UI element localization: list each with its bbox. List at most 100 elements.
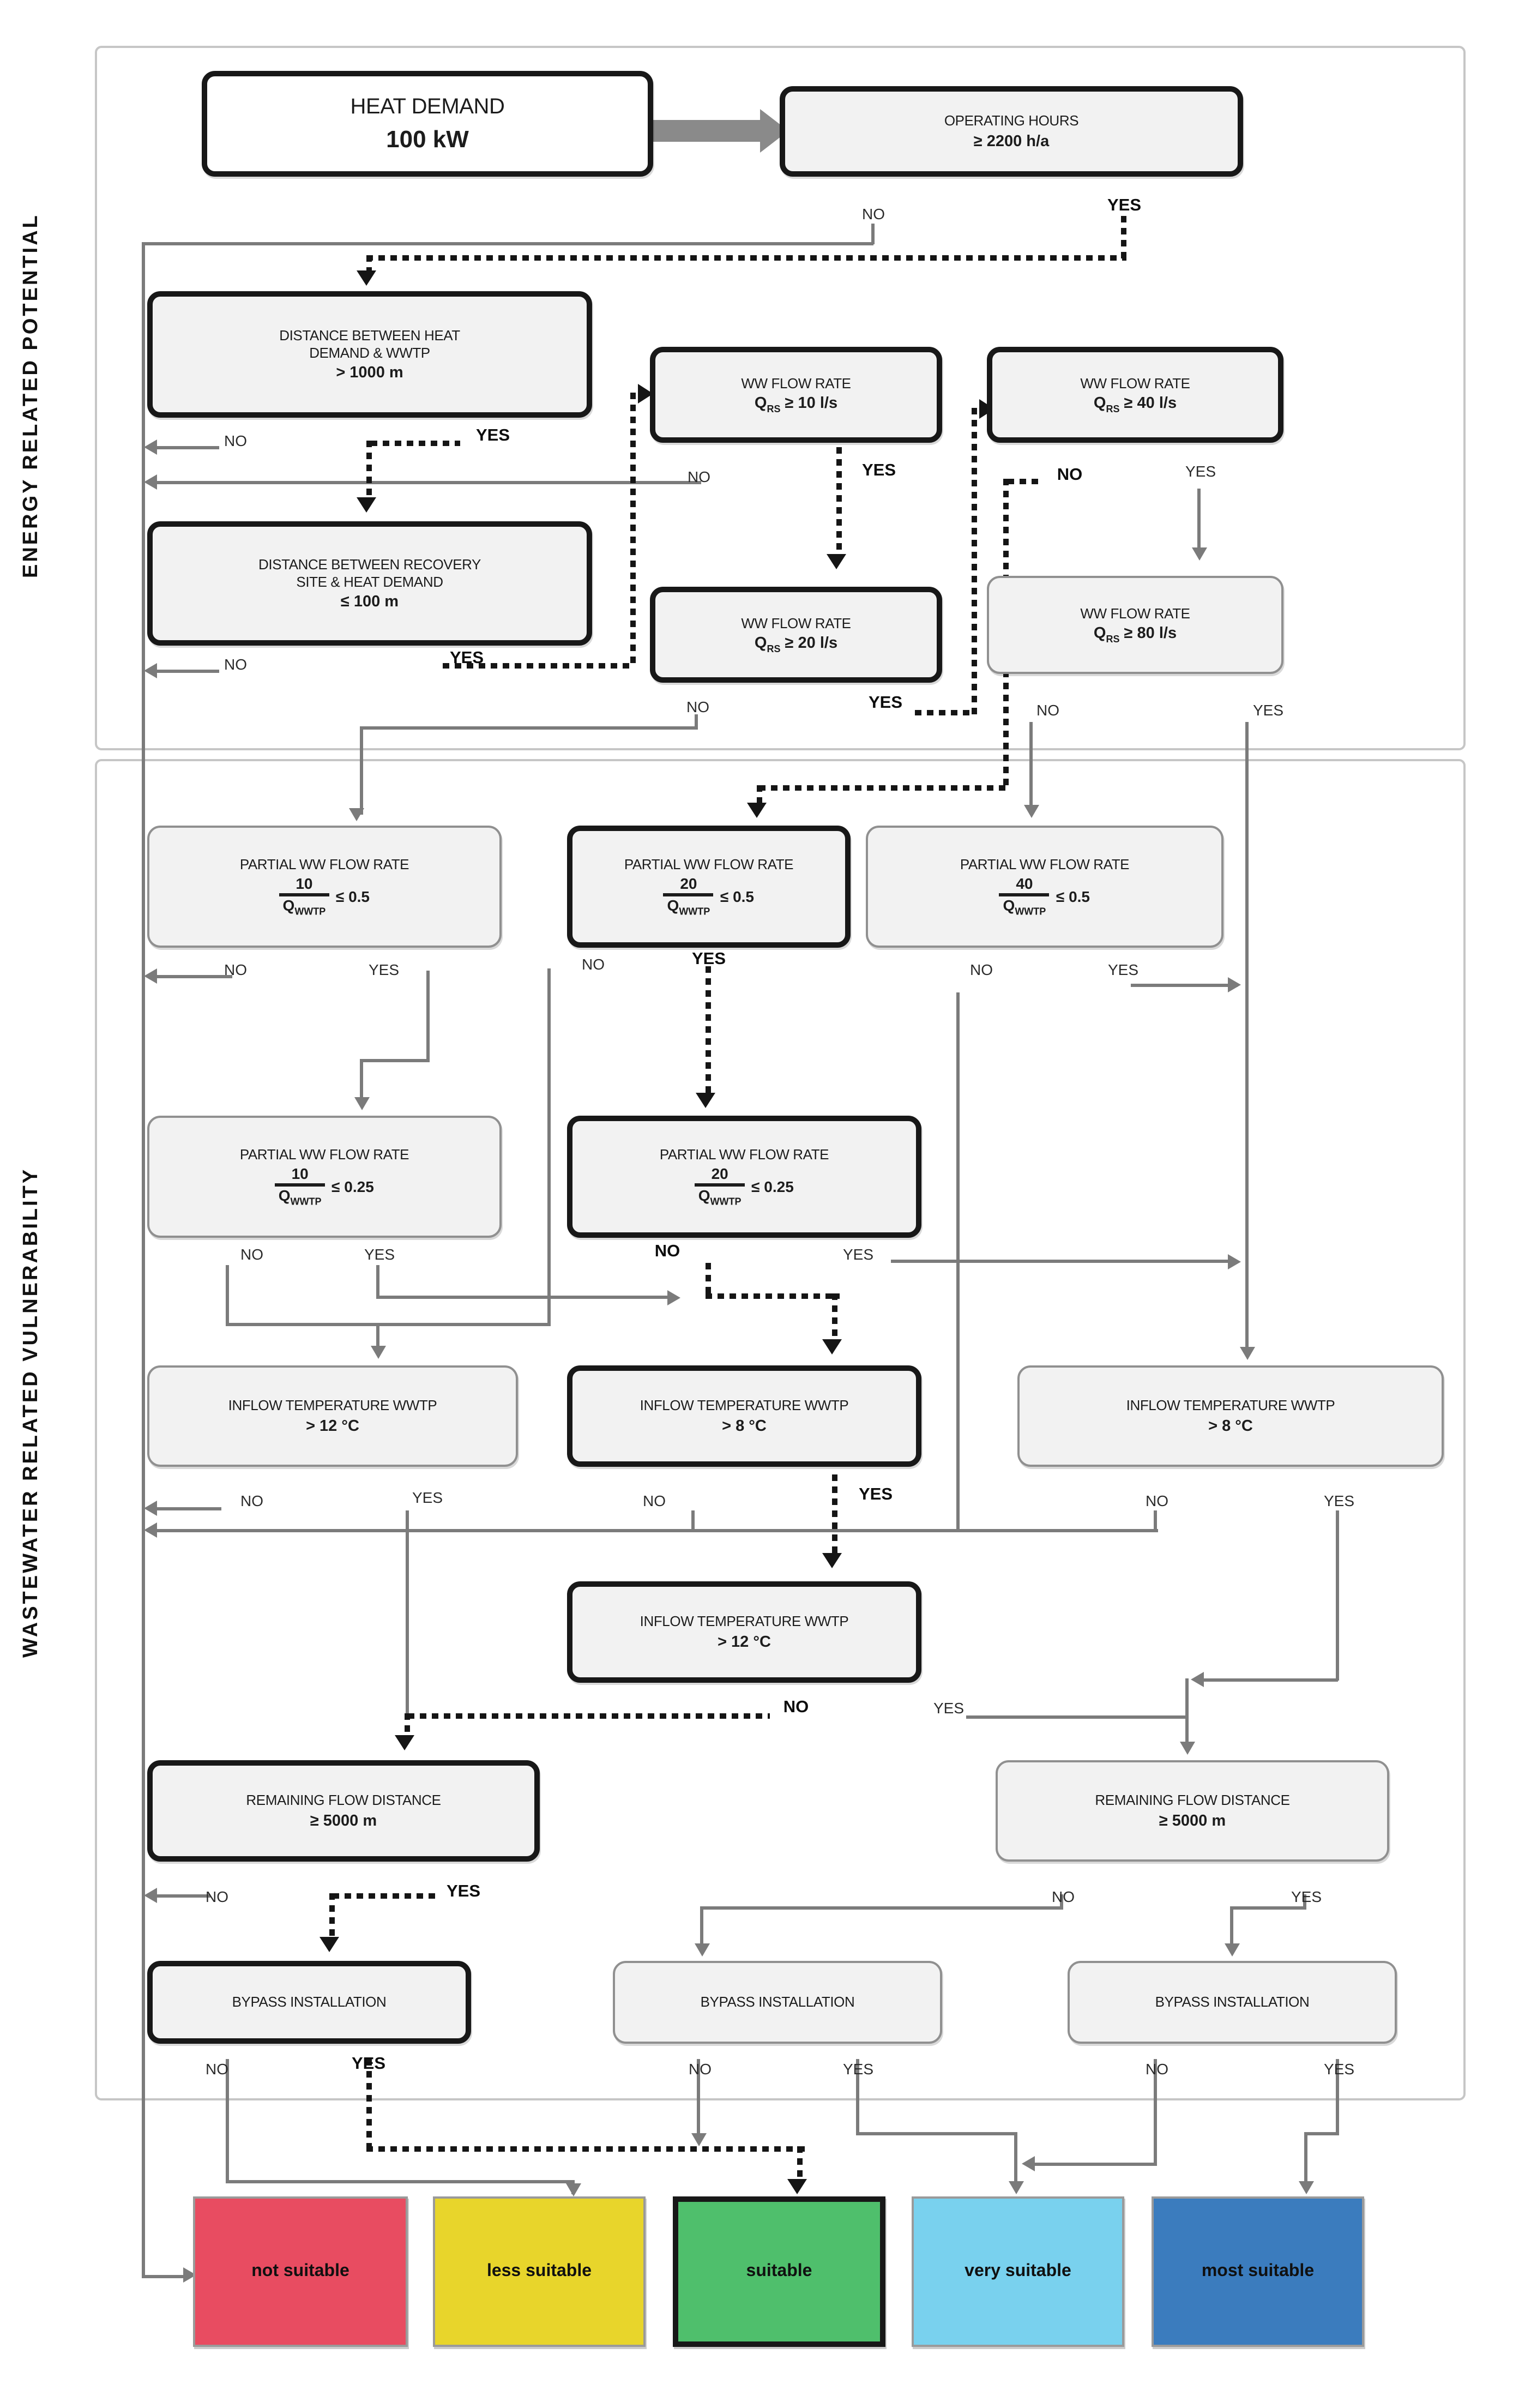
node-threshold: > 8 °C	[1208, 1417, 1253, 1435]
active-path-dashed-line	[706, 1293, 840, 1299]
active-path-dashed-line	[797, 2146, 803, 2186]
terminal-less-suitable: less suitable	[433, 2196, 646, 2347]
arrowhead-icon	[1228, 1254, 1241, 1269]
branch-label-no-partial-10-025: NO	[240, 1245, 263, 1263]
connector-line	[154, 1894, 210, 1898]
active-path-dashed-line	[333, 1893, 436, 1899]
arrowhead-icon	[566, 2183, 581, 2196]
branch-label-no-ww-flow-10: NO	[688, 468, 710, 485]
arrowhead-icon	[691, 2133, 707, 2146]
node-threshold: ≥ 5000 m	[1159, 1812, 1226, 1830]
connector-line	[1029, 722, 1033, 811]
connector-line	[695, 714, 698, 730]
arrowhead-icon	[144, 440, 157, 455]
section-frame-wastewater	[95, 759, 1466, 2100]
active-path-dashed-line	[832, 1293, 837, 1346]
branch-label-yes-partial-20-025: YES	[842, 1245, 874, 1263]
node-title: INFLOW TEMPERATURE WWTP	[640, 1613, 849, 1630]
branch-label-no-remaining-left: NO	[206, 1888, 228, 1905]
connector-line	[142, 242, 873, 245]
branch-label-no-ww-flow-40: NO	[1057, 466, 1083, 484]
branch-label-yes-remaining-right: YES	[1291, 1888, 1322, 1905]
branch-label-no-bypass-right: NO	[1146, 2060, 1168, 2078]
branch-label-yes-partial-40-05: YES	[1107, 961, 1139, 978]
active-path-dashed-line	[915, 710, 975, 715]
arrowhead-icon	[357, 497, 376, 513]
arrowhead-icon	[395, 1735, 414, 1750]
node-title: OPERATING HOURS	[944, 112, 1079, 129]
active-path-dashed-line	[706, 966, 711, 1099]
connector-line	[1154, 1510, 1157, 1531]
connector-line	[700, 1906, 703, 1950]
node-threshold: QRS ≥ 80 l/s	[1093, 625, 1177, 645]
arrowhead-icon	[1180, 1742, 1195, 1755]
connector-line	[376, 1296, 667, 1299]
active-path-dashed-line	[329, 1893, 335, 1943]
active-path-dashed-line	[443, 663, 632, 669]
connector-line	[1185, 1678, 1189, 1748]
node-title: INFLOW TEMPERATURE WWTP	[228, 1397, 437, 1414]
connector-line	[1230, 1906, 1306, 1910]
branch-label-yes-partial-10-05: YES	[368, 961, 400, 978]
arrowhead-icon	[1225, 1943, 1240, 1956]
node-title: INFLOW TEMPERATURE WWTP	[1126, 1397, 1335, 1414]
arrowhead-icon	[1228, 977, 1241, 992]
branch-label-no-ww-flow-20: NO	[686, 698, 709, 715]
connector-line	[1029, 2163, 1156, 2166]
node-title: REMAINING FLOW DISTANCE	[1095, 1792, 1290, 1809]
terminal-most-suitable: most suitable	[1152, 2196, 1364, 2347]
arrowhead-icon	[144, 968, 157, 984]
active-path-dashed-line	[366, 2059, 372, 2151]
branch-label-no-inflow-temp-12-left: NO	[240, 1492, 263, 1509]
active-path-dashed-line	[972, 408, 977, 715]
arrowhead-icon	[667, 1290, 680, 1305]
branch-label-no-inflow-temp-12-mid: NO	[783, 1698, 809, 1717]
arrowhead-icon	[144, 1888, 157, 1903]
branch-label-yes-distance-recovery: YES	[449, 649, 484, 667]
node-threshold: > 12 °C	[306, 1417, 359, 1435]
node-remaining-left: REMAINING FLOW DISTANCE≥ 5000 m	[147, 1760, 540, 1862]
node-title: BYPASS INSTALLATION	[232, 1993, 387, 2010]
arrowhead-icon	[1009, 2181, 1024, 2194]
node-title: SITE & HEAT DEMAND	[296, 574, 443, 590]
node-title: PARTIAL WW FLOW RATE	[239, 1146, 409, 1163]
node-inflow-temp-12-left: INFLOW TEMPERATURE WWTP > 12 °C	[147, 1365, 518, 1467]
connector-line	[154, 481, 701, 484]
arrowhead-icon	[1022, 2156, 1035, 2171]
branch-label-no-distance-wwtp: NO	[224, 432, 247, 449]
node-bypass-right: BYPASS INSTALLATION	[1068, 1961, 1397, 2044]
arrowhead-icon	[822, 1553, 842, 1568]
terminal-very-suitable: very suitable	[912, 2196, 1124, 2347]
connector-line	[697, 2059, 700, 2142]
connector-line	[547, 968, 551, 1326]
arrowhead-icon	[787, 2179, 807, 2194]
connector-line	[700, 1906, 1062, 1910]
connector-line	[1304, 2132, 1307, 2189]
active-path-dashed-line	[408, 1713, 770, 1719]
branch-label-no-remaining-right: NO	[1052, 1888, 1075, 1905]
branch-label-yes-operating-hours: YES	[1107, 196, 1142, 215]
node-operating-hours: OPERATING HOURS≥ 2200 h/a	[780, 86, 1243, 177]
node-bypass-mid: BYPASS INSTALLATION	[613, 1961, 942, 2044]
branch-label-no-partial-10-05: NO	[224, 961, 247, 978]
arrowhead-icon	[144, 1501, 157, 1516]
arrowhead-icon	[827, 554, 846, 569]
branch-label-yes-ww-flow-80: YES	[1252, 701, 1284, 719]
connector-line	[1131, 984, 1238, 987]
active-path-dashed-line	[832, 1474, 837, 1560]
branch-label-no-inflow-temp-8-right: NO	[1146, 1492, 1168, 1509]
node-remaining-right: REMAINING FLOW DISTANCE ≥ 5000 m	[996, 1760, 1389, 1862]
active-path-dashed-line	[757, 785, 762, 809]
connector-line	[1198, 1678, 1338, 1682]
branch-label-no-bypass-mid: NO	[689, 2060, 712, 2078]
connector-line	[1197, 489, 1201, 554]
branch-label-no-ww-flow-80: NO	[1036, 701, 1059, 719]
node-threshold: > 12 °C	[718, 1633, 771, 1651]
